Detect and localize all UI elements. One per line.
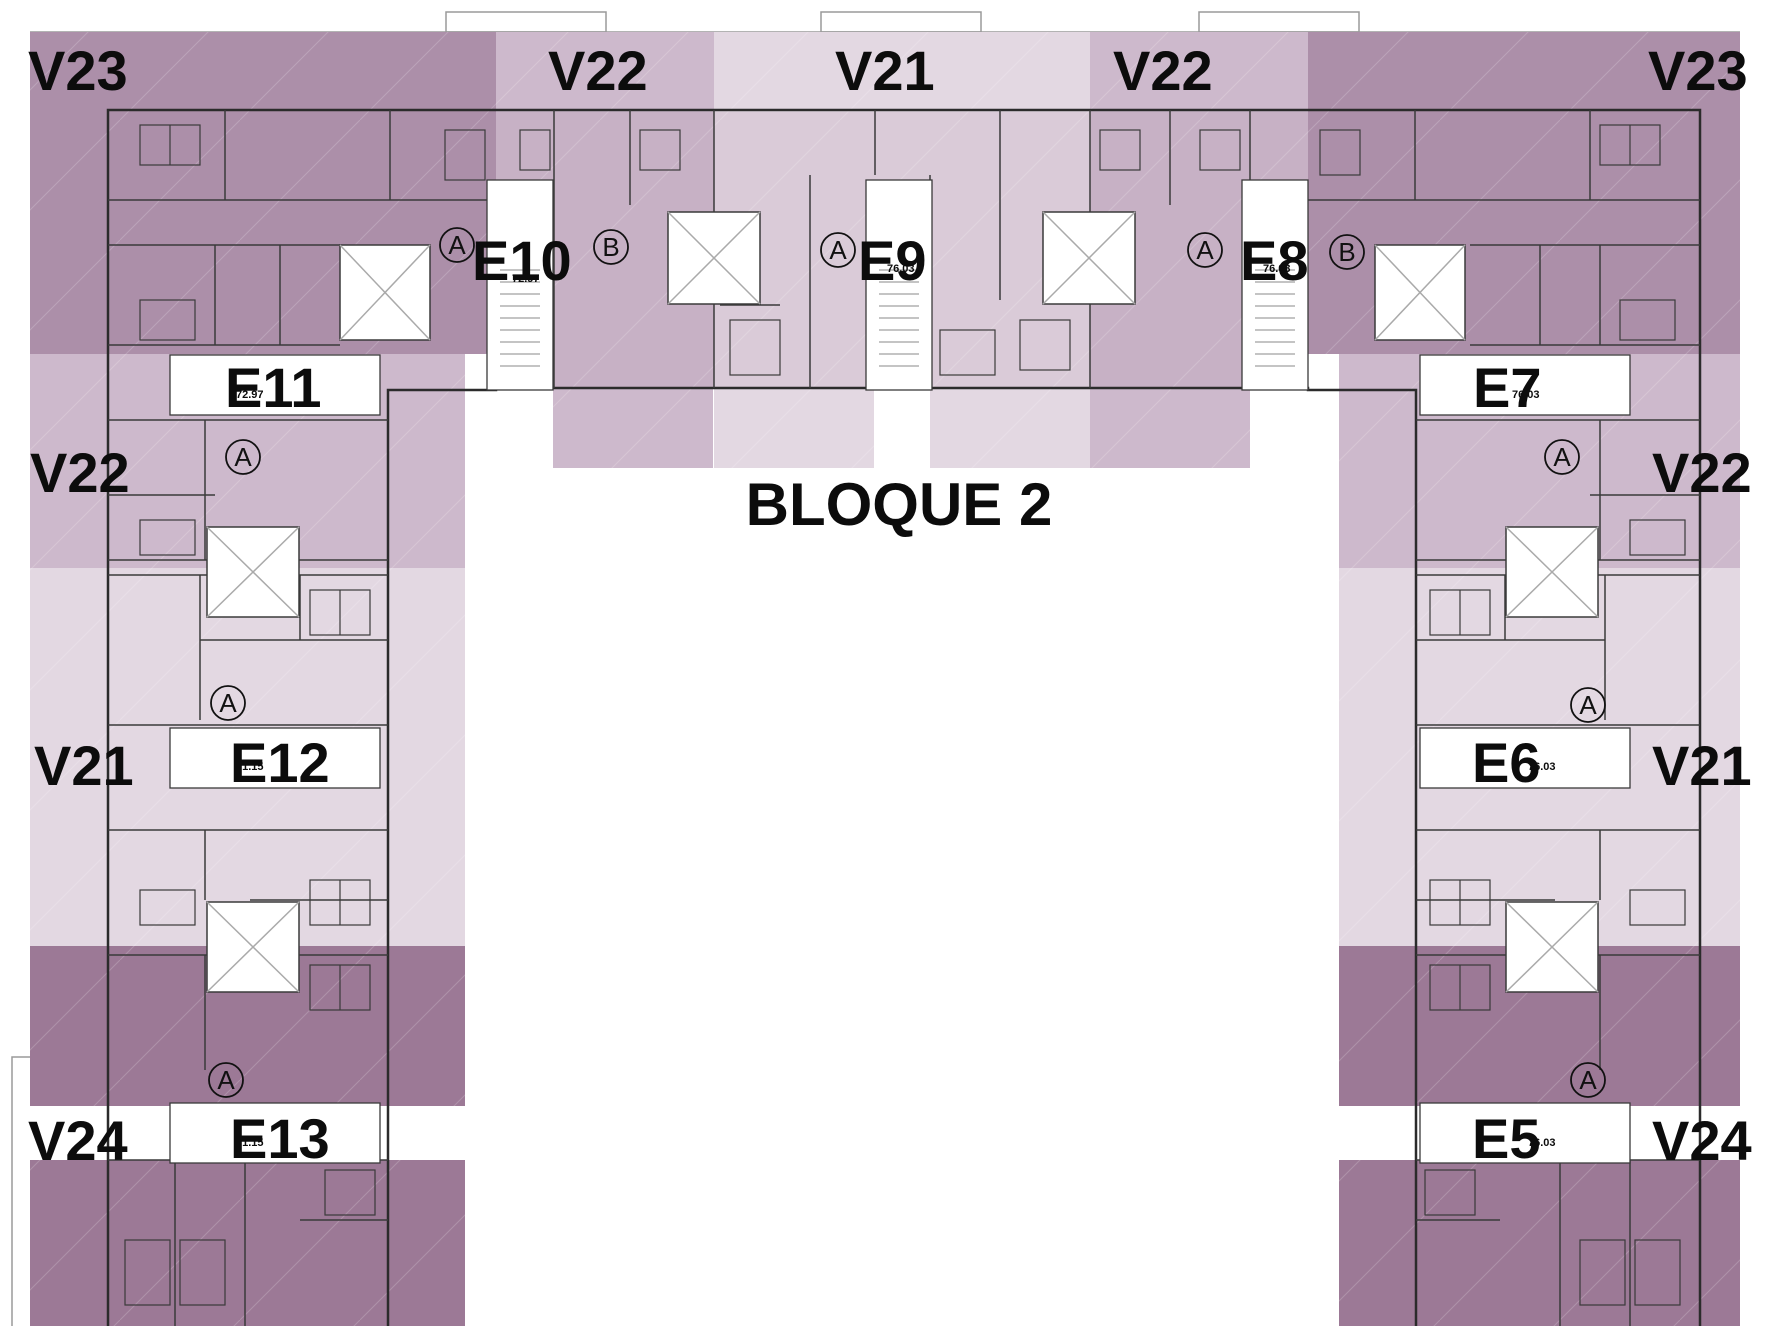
type-a-label: A (829, 235, 847, 265)
type-a-label: A (219, 688, 237, 718)
block-title: BLOQUE 2 (746, 471, 1053, 538)
core-e9 (865, 179, 933, 391)
patio-4 (1374, 244, 1466, 341)
type-a-label: A (217, 1065, 235, 1095)
stair-label-e9: E9 (858, 229, 927, 292)
type-marker: A (820, 232, 856, 268)
unit-label-v23-top-right: V23 (1648, 39, 1748, 102)
patio-6 (206, 901, 300, 993)
unit-label-v24-right: V24 (1652, 1109, 1752, 1172)
type-a-label: A (234, 442, 252, 472)
type-marker: A (1187, 232, 1223, 268)
patio-5 (206, 526, 300, 618)
type-a-label: A (1579, 690, 1597, 720)
stair-label-e12: E12 (230, 731, 330, 794)
stair-label-e10: E10 (472, 229, 572, 292)
unit-label-v22-top-left: V22 (548, 39, 648, 102)
unit-label-v21-top: V21 (835, 39, 935, 102)
type-a-label: A (1579, 1065, 1597, 1095)
core-e13 (169, 1102, 381, 1164)
unit-label-v22-right: V22 (1652, 441, 1752, 504)
patio-8 (1505, 901, 1599, 993)
dwelling-type-markers: A B A A B A A A A A A (208, 227, 1606, 1098)
stair-label-e11: E11 (225, 356, 322, 419)
patio-2 (667, 211, 761, 305)
level-e7: 76.03 (1512, 389, 1540, 401)
level-e6: 76.03 (1528, 761, 1556, 773)
type-marker: A (439, 227, 475, 263)
stair-labels: E10 E9 E8 E11 E7 E12 E6 E13 E5 (225, 229, 1542, 1170)
type-marker: B (1329, 234, 1365, 270)
type-marker: B (593, 229, 629, 265)
level-e10: 72.97 (512, 273, 540, 285)
core-e10 (486, 179, 554, 391)
light-wells (206, 211, 1599, 993)
core-e8 (1241, 179, 1309, 391)
level-e13: 71.15 (236, 1137, 264, 1149)
type-marker: A (1544, 439, 1580, 475)
type-a-label: A (1553, 442, 1571, 472)
level-e5: 76.03 (1528, 1137, 1556, 1149)
type-a-label: A (1196, 235, 1214, 265)
stair-label-e6: E6 (1472, 731, 1541, 794)
level-readouts: 72.97 76.03 76.03 72.97 76.03 71.15 76.0… (236, 263, 1556, 1149)
unit-label-v23-top-left: V23 (28, 39, 128, 102)
unit-label-v21-left: V21 (34, 734, 134, 797)
core-e5 (1419, 1102, 1631, 1164)
core-e7 (1419, 354, 1631, 416)
core-e11 (169, 354, 381, 416)
type-marker: A (210, 685, 246, 721)
type-marker: A (1570, 1062, 1606, 1098)
unit-label-v22-left: V22 (30, 441, 130, 504)
type-marker: A (225, 439, 261, 475)
patio-3 (1042, 211, 1136, 305)
patio-7 (1505, 526, 1599, 618)
level-e8: 76.03 (1263, 263, 1291, 275)
core-e12 (169, 727, 381, 789)
level-e12: 71.15 (236, 761, 264, 773)
unit-label-v21-right: V21 (1652, 734, 1752, 797)
type-marker: A (208, 1062, 244, 1098)
type-marker: A (1570, 687, 1606, 723)
furniture (124, 124, 1686, 1306)
stair-label-e13: E13 (230, 1107, 330, 1170)
level-e9: 76.03 (887, 263, 915, 275)
stair-label-e5: E5 (1472, 1107, 1541, 1170)
stair-label-e8: E8 (1240, 229, 1309, 292)
unit-labels: V23 V22 V21 V22 V23 V22 V22 V21 V21 V24 … (28, 39, 1752, 1172)
stair-treads (500, 269, 1295, 367)
type-a-label: A (448, 230, 466, 260)
type-b-label: B (602, 232, 619, 262)
core-e6 (1419, 727, 1631, 789)
type-b-label: B (1338, 237, 1355, 267)
stair-cores (169, 179, 1631, 1164)
patio-1 (339, 244, 431, 341)
unit-label-v24-left: V24 (28, 1109, 128, 1172)
level-e11: 72.97 (236, 389, 264, 401)
stair-label-e7: E7 (1473, 356, 1542, 419)
unit-label-v22-top-right: V22 (1113, 39, 1213, 102)
